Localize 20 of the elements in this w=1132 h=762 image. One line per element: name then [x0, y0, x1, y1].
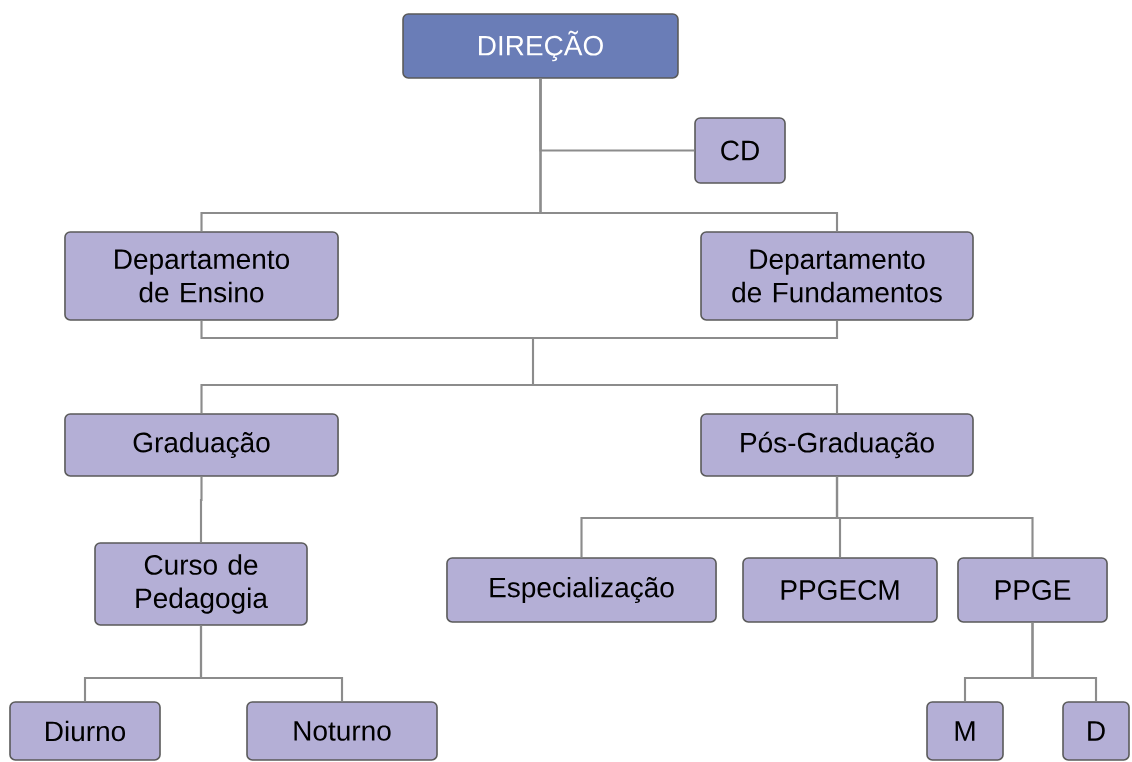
org-box: Curso de Pedagogia [94, 542, 308, 626]
org-box: Departamento de Fundamentos [700, 231, 974, 321]
org-box: Especialização [446, 557, 717, 623]
title-box: DIREÇÃO [402, 13, 679, 79]
connector-line [200, 319, 839, 415]
org-box: Graduação [64, 413, 339, 477]
connector-line [539, 78, 839, 232]
org-box: PPGECM [742, 557, 938, 623]
org-box: PPGE [957, 557, 1108, 623]
connector-line [1031, 622, 1098, 702]
org-box: Diurno [9, 701, 161, 761]
connector-line [199, 625, 344, 702]
connector-line [199, 476, 203, 543]
org-box: M [926, 701, 1004, 761]
org-box: D [1062, 701, 1130, 761]
org-box: Departamento de Ensino [64, 231, 339, 321]
org-box: CD [694, 117, 786, 184]
org-box: Noturno [246, 701, 438, 761]
connector-line [835, 476, 1034, 558]
org-box: Pós-Graduação [700, 413, 974, 477]
